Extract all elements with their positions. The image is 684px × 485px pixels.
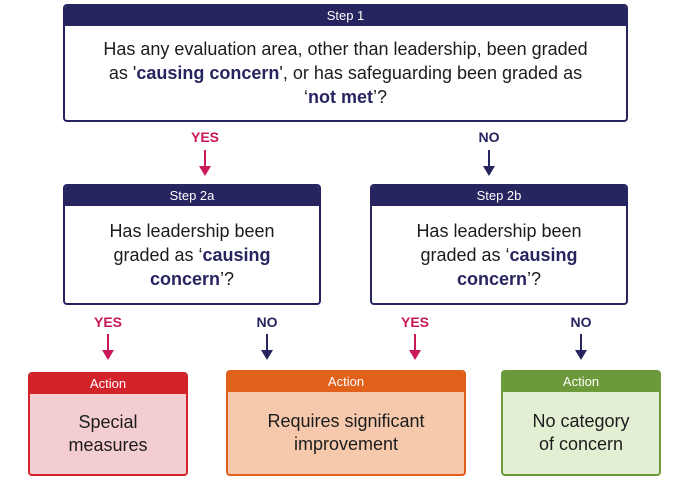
- step2b-text-b: ’?: [527, 268, 542, 289]
- step2a-box: Step 2a Has leadership been graded as ‘c…: [63, 184, 321, 305]
- step2b-no-arrow: [575, 334, 587, 360]
- action-requires-improvement-text: Requires significant improvement: [267, 411, 425, 454]
- step1-yes-label: YES: [190, 129, 219, 145]
- step1-text-b: ', or has safeguarding been graded as ‘: [279, 63, 583, 107]
- step2a-text-b: ’?: [220, 268, 235, 289]
- action-no-category: Action No category of concern: [501, 370, 661, 476]
- step2a-question: Has leadership been graded as ‘causing c…: [65, 206, 319, 303]
- step2a-text-a: Has leadership been graded as ‘: [109, 220, 275, 265]
- step2b-question: Has leadership been graded as ‘causing c…: [372, 206, 626, 303]
- action-no-category-text: No category of concern: [532, 411, 630, 454]
- step1-question: Has any evaluation area, other than lead…: [65, 26, 626, 120]
- step1-emphasis-causing-concern: causing concern: [136, 63, 280, 83]
- step1-box: Step 1 Has any evaluation area, other th…: [63, 4, 628, 122]
- step2a-no-arrow: [261, 334, 273, 360]
- action-no-category-header: Action: [503, 372, 659, 392]
- step1-emphasis-not-met: not met: [307, 87, 373, 107]
- action-special-measures-header: Action: [30, 374, 186, 394]
- action-special-measures: Action Special measures: [28, 372, 188, 476]
- action-special-measures-text: Special measures: [68, 412, 148, 455]
- step2b-yes-arrow: [409, 334, 421, 360]
- action-special-measures-text-wrap: Special measures: [30, 394, 186, 474]
- step1-header: Step 1: [65, 6, 626, 26]
- action-requires-improvement-text-wrap: Requires significant improvement: [228, 392, 464, 474]
- step2b-emphasis-causing-concern: causing concern: [456, 244, 578, 289]
- step2a-header: Step 2a: [65, 186, 319, 206]
- action-requires-improvement: Action Requires significant improvement: [226, 370, 466, 476]
- step2b-no-label: NO: [570, 314, 592, 330]
- step2a-emphasis-causing-concern: causing concern: [149, 244, 271, 289]
- step2b-header: Step 2b: [372, 186, 626, 206]
- step2a-yes-arrow: [102, 334, 114, 360]
- action-no-category-text-wrap: No category of concern: [503, 392, 659, 474]
- step1-no-label: NO: [478, 129, 500, 145]
- step2b-text-a: Has leadership been graded as ‘: [416, 220, 582, 265]
- step2b-yes-label: YES: [400, 314, 429, 330]
- step1-yes-arrow: [199, 150, 211, 176]
- step1-text-c: ’?: [372, 87, 387, 107]
- action-requires-improvement-header: Action: [228, 372, 464, 392]
- step1-no-arrow: [483, 150, 495, 176]
- step1-text-a: Has any evaluation area, other than lead…: [103, 39, 588, 83]
- step2a-yes-label: YES: [93, 314, 122, 330]
- step2b-box: Step 2b Has leadership been graded as ‘c…: [370, 184, 628, 305]
- step2a-no-label: NO: [256, 314, 278, 330]
